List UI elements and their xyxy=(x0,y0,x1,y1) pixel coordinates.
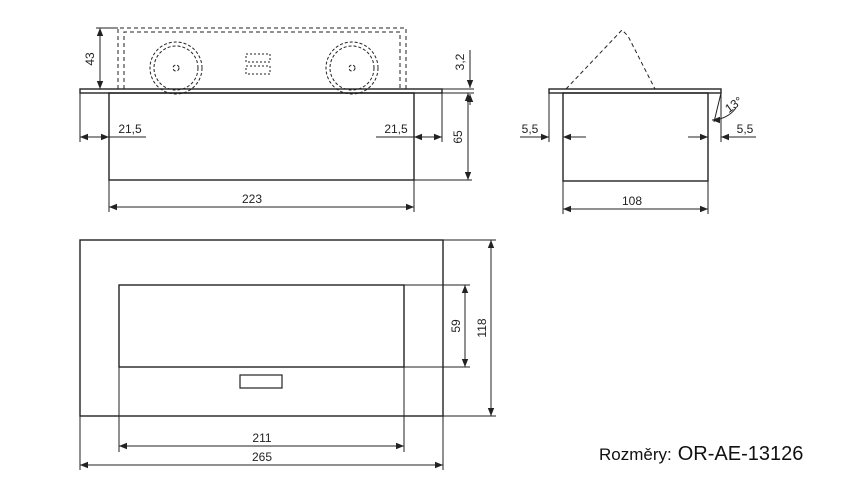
socket-right-icon xyxy=(325,41,379,95)
side-view xyxy=(520,29,756,214)
dim-cutout-height: 59 xyxy=(449,319,463,333)
front-view xyxy=(79,27,474,212)
product-code: OR-AE-13126 xyxy=(677,443,804,465)
dim-lid-thickness: 3,2 xyxy=(453,53,467,70)
dim-plan-height: 118 xyxy=(475,318,489,337)
raised-unit-outline-outer xyxy=(117,27,407,89)
dim-top-left-offset: 21,5 xyxy=(118,122,142,136)
dim-plan-width: 265 xyxy=(252,450,272,464)
raised-unit-outline-inner xyxy=(123,31,401,89)
body-box xyxy=(108,92,415,181)
plan-outer-frame xyxy=(79,239,444,417)
dim-side-angle: 13° xyxy=(722,94,745,116)
caption-label: Rozměry: xyxy=(599,445,672,464)
dim-side-right-offset: 5,5 xyxy=(737,122,754,136)
dimensions-caption: Rozměry: OR-AE-13126 xyxy=(599,443,803,466)
usb-ports-icon xyxy=(245,53,271,75)
dim-cutout-width: 211 xyxy=(252,431,271,445)
plan-cutout xyxy=(118,284,405,368)
side-open-lid xyxy=(565,29,656,90)
dim-body-width: 223 xyxy=(242,192,262,206)
dim-top-view-height: 43 xyxy=(83,52,97,66)
dim-body-height: 65 xyxy=(451,130,465,144)
dim-side-left-offset: 5,5 xyxy=(522,122,539,136)
dim-top-right-offset: 21,5 xyxy=(384,122,408,136)
plan-view xyxy=(79,239,496,470)
plan-slot xyxy=(239,374,283,389)
dim-side-width: 108 xyxy=(622,194,642,208)
socket-left-icon xyxy=(149,41,203,95)
